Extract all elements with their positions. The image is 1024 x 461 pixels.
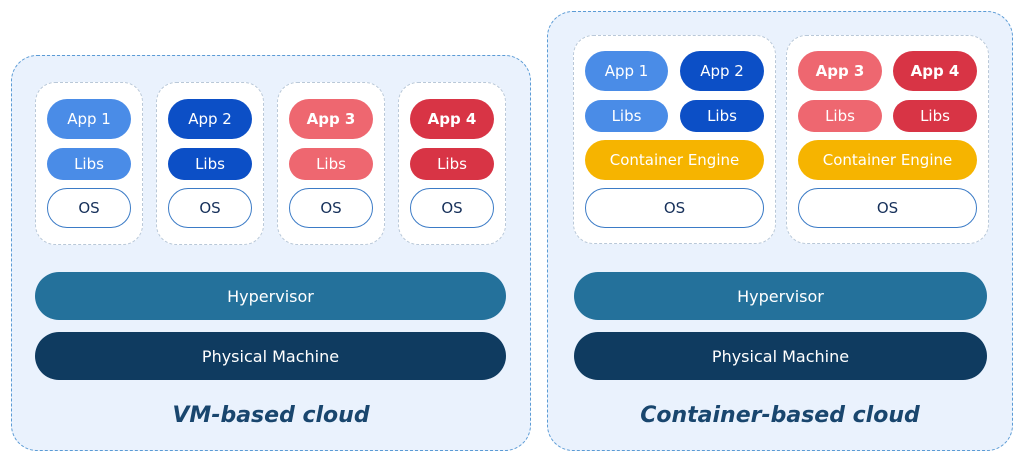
container-libs-1: Libs bbox=[585, 100, 668, 132]
container-app-1: App 1 bbox=[585, 51, 668, 91]
vm-app-1: App 1 bbox=[47, 99, 131, 139]
vm-libs-4: Libs bbox=[410, 148, 494, 180]
vm-app-3: App 3 bbox=[289, 99, 373, 139]
vm-libs-1: Libs bbox=[47, 148, 131, 180]
vm-app-2: App 2 bbox=[168, 99, 252, 139]
container-os-2: OS bbox=[798, 188, 977, 228]
vm-os-4: OS bbox=[410, 188, 494, 228]
vm-os-3: OS bbox=[289, 188, 373, 228]
container-libs-3: Libs bbox=[798, 100, 882, 132]
container-app-4: App 4 bbox=[893, 51, 977, 91]
container-hypervisor: Hypervisor bbox=[574, 272, 987, 320]
container-libs-2: Libs bbox=[680, 100, 764, 132]
container-engine-2: Container Engine bbox=[798, 140, 977, 180]
container-caption: Container-based cloud bbox=[640, 403, 920, 428]
container-libs-4: Libs bbox=[893, 100, 977, 132]
container-engine-1: Container Engine bbox=[585, 140, 764, 180]
container-app-3: App 3 bbox=[798, 51, 882, 91]
vm-hypervisor: Hypervisor bbox=[35, 272, 506, 320]
container-physical-machine: Physical Machine bbox=[574, 332, 987, 380]
vm-libs-2: Libs bbox=[168, 148, 252, 180]
vm-libs-3: Libs bbox=[289, 148, 373, 180]
vm-caption: VM-based cloud bbox=[172, 403, 370, 428]
vm-os-2: OS bbox=[168, 188, 252, 228]
container-app-2: App 2 bbox=[680, 51, 764, 91]
vm-app-4: App 4 bbox=[410, 99, 494, 139]
container-os-1: OS bbox=[585, 188, 764, 228]
vm-physical-machine: Physical Machine bbox=[35, 332, 506, 380]
vm-os-1: OS bbox=[47, 188, 131, 228]
